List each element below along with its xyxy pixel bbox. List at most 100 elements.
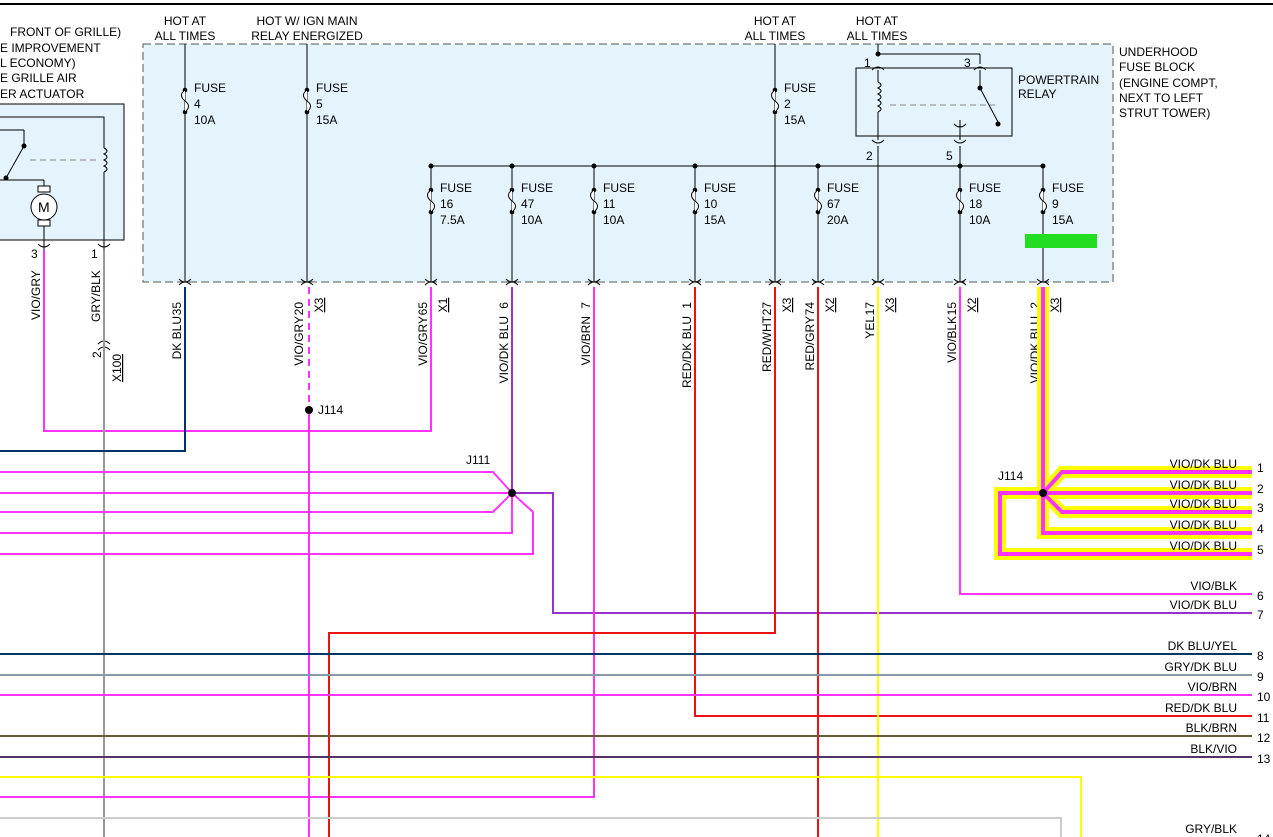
actuator-label-line: FRONT OF GRILLE) <box>10 25 121 39</box>
splice-name: J111 <box>466 453 491 467</box>
wire-number: 4 <box>1257 522 1264 536</box>
fuse-rating: 10A <box>521 213 542 227</box>
fuse-rating: 15A <box>784 113 805 127</box>
wire-end-14: GRY/BLK 14 <box>1185 822 1270 837</box>
fuse-word: FUSE <box>603 181 635 195</box>
wire-end-2: VIO/DK BLU 2 <box>1170 478 1264 496</box>
wire-label: VIO/GRY <box>292 316 306 366</box>
wire-vio-dk-blu <box>0 471 513 494</box>
pin-number: 2 <box>1028 302 1042 309</box>
wire-number: 1 <box>1257 461 1264 475</box>
wire-label: RED/GRY <box>803 316 817 370</box>
wire-label: DK BLU/YEL <box>1168 639 1238 653</box>
pin-number: 7 <box>579 302 593 309</box>
wire-label: VIO/DK BLU <box>1170 478 1237 492</box>
wire-label: VIO/DK BLU <box>1170 497 1237 511</box>
fuse-rating: 7.5A <box>440 213 465 227</box>
connector-name: X3 <box>883 297 897 312</box>
feed-label-ign-main-relay: HOT W/ IGN MAIN RELAY ENERGIZED <box>251 14 363 43</box>
fuse-number: 11 <box>603 197 616 211</box>
highlight-mark <box>1025 234 1097 248</box>
fuse-number: 5 <box>316 97 323 111</box>
wire-vio-dk-blu <box>0 492 513 513</box>
wire-number: 7 <box>1257 608 1264 622</box>
wire-gry-blk <box>0 817 1062 837</box>
actuator-pin-3: 3 VIO/GRY <box>29 240 51 320</box>
wire-label: VIO/GRY <box>416 316 430 366</box>
fuse-word: FUSE <box>784 81 816 95</box>
fuse-rating: 15A <box>316 113 337 127</box>
connector-name: X1 <box>436 297 450 312</box>
pin-number: 1 <box>680 302 694 309</box>
wire-end-13: BLK/VIO 13 <box>1190 742 1270 766</box>
splice-j114: J114 <box>998 469 1047 497</box>
svg-text:UNDERHOOD: UNDERHOOD <box>1119 45 1198 59</box>
wire-label: GRY/BLK <box>1185 822 1237 836</box>
svg-text:3: 3 <box>964 56 971 70</box>
wire-vio-dk-blu <box>0 492 534 555</box>
fuse-rating: 10A <box>603 213 624 227</box>
wire-label: RED/DK BLU <box>680 316 694 388</box>
wire-vio-dk-blu <box>1041 491 1252 514</box>
pin-number: 15 <box>945 302 959 316</box>
svg-text:(ENGINE COMPT,: (ENGINE COMPT, <box>1119 76 1218 90</box>
wire-number: 10 <box>1257 690 1271 704</box>
wire-vio-dk-blu <box>1041 470 1252 495</box>
svg-text:X100: X100 <box>110 354 124 382</box>
fuse-5: FUSE 5 15A <box>303 44 348 282</box>
wire-number: 2 <box>1257 482 1264 496</box>
wire-label: VIO/DK BLU <box>1170 539 1237 553</box>
svg-text:2: 2 <box>90 351 104 358</box>
fuse-number: 2 <box>784 97 791 111</box>
wire-number: 5 <box>1257 543 1264 557</box>
wire-number: 14 <box>1257 832 1271 837</box>
fuse-number: 4 <box>194 97 201 111</box>
wire-label: VIO/DK BLU <box>497 316 511 383</box>
svg-text:STRUT TOWER): STRUT TOWER) <box>1119 106 1210 120</box>
connector-name: X3 <box>1048 297 1062 312</box>
svg-text:5: 5 <box>946 149 953 163</box>
wire-label: DK BLU <box>170 316 184 359</box>
wire-yel <box>0 776 1082 837</box>
pin-number: 17 <box>863 302 877 316</box>
wire-vio-dk-blu <box>0 493 513 534</box>
fuse-11: FUSE 11 10A <box>590 163 635 282</box>
fuse-word: FUSE <box>316 81 348 95</box>
fuse-2: FUSE 2 15A <box>771 44 816 282</box>
fuse-rating: 20A <box>827 213 848 227</box>
wire-vio-brn <box>0 287 595 798</box>
wire-number: 13 <box>1257 752 1271 766</box>
wire-label: RED/DK BLU <box>1165 701 1237 715</box>
wire-label: GRY/BLK <box>89 270 103 322</box>
relay-name: POWERTRAIN <box>1018 73 1099 87</box>
fuse-block-name: UNDERHOOD FUSE BLOCK (ENGINE COMPT, NEXT… <box>1119 45 1218 120</box>
actuator-label-line: ER ACTUATOR <box>0 87 85 101</box>
splice-name: J114 <box>318 403 343 417</box>
wire-label: VIO/BLK <box>945 316 959 363</box>
pin-number: 27 <box>760 302 774 316</box>
svg-text:ALL TIMES: ALL TIMES <box>155 29 216 43</box>
pin-number: 6 <box>497 302 511 309</box>
wire-label: BLK/VIO <box>1190 742 1237 756</box>
svg-text:HOT AT: HOT AT <box>754 14 797 28</box>
fuse-rating: 15A <box>1052 213 1073 227</box>
wire-label: VIO/BLK <box>1190 579 1237 593</box>
underhood-fuse-block <box>142 43 1114 283</box>
splice-j111: J111 <box>466 453 516 497</box>
